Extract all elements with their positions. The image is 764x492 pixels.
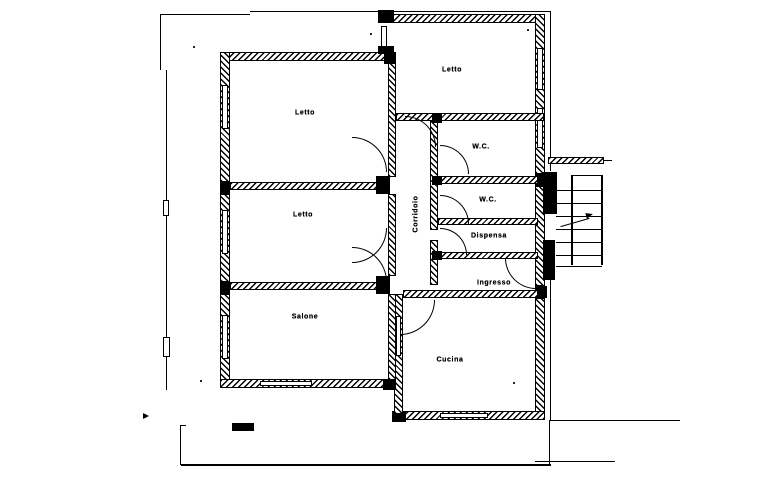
door-wc2 [440, 195, 469, 224]
door-letto1-corridor [352, 137, 387, 172]
stair-wall-top [548, 157, 604, 164]
room-label-dispensa: Dispensa [471, 232, 507, 240]
property-boundary-right-mid [550, 270, 552, 420]
property-boundary-bottom [181, 464, 551, 466]
window-cucina-bottom [440, 413, 488, 418]
survey-dot-e [513, 382, 515, 384]
stair-tread-2 [556, 203, 602, 205]
window-top-right-notch [381, 26, 387, 48]
property-boundary-right-vert [549, 420, 551, 464]
room-label-letto-1: Letto [294, 109, 316, 117]
wall-node-salone-bottom-right [383, 379, 396, 390]
exterior-wall-top-left [220, 52, 392, 61]
boundary-gate-left-lower [163, 337, 170, 357]
room-label-wc-2: W.C. [479, 196, 497, 204]
wall-node-left-2 [220, 282, 230, 294]
property-boundary-top [160, 14, 250, 16]
room-label-ingresso: Ingresso [477, 279, 511, 287]
exterior-wall-right-lower [535, 298, 545, 420]
exterior-wall-right-middle [535, 186, 545, 286]
door-dispensa [440, 228, 467, 255]
exterior-wall-top-right-corner [378, 10, 394, 23]
stair-tread-4 [556, 229, 602, 231]
window-left-lower [222, 315, 228, 359]
door-salone-corridor-lower [400, 300, 435, 335]
room-label-wc-1: W.C. [472, 143, 490, 151]
wall-node-wc-left-3 [432, 251, 442, 260]
stair-tread-3 [556, 216, 602, 218]
property-boundary-left-lower [166, 70, 168, 370]
interior-wall-corridor-left [388, 61, 396, 177]
wall-node-wc-left-1 [432, 113, 442, 123]
window-left-middle [222, 210, 228, 254]
window-right-upper [537, 48, 543, 90]
survey-dot-a [193, 46, 195, 48]
property-boundary-top-right [250, 11, 550, 13]
window-cucina-left [396, 316, 401, 356]
stair-direction-line [560, 217, 590, 228]
stair-landing-edge [571, 175, 602, 177]
wall-node-right-2 [535, 286, 547, 298]
interior-wall-ingresso-bottom [403, 290, 538, 298]
stair-tread-6 [556, 255, 602, 257]
wall-node-mid-1 [376, 176, 390, 194]
stair-wall-node [543, 172, 557, 214]
wall-node-wc-left-2 [432, 176, 442, 185]
property-boundary-bottom-left-step [180, 425, 182, 465]
interior-wall-corridor-right-lower [430, 240, 438, 285]
survey-dot-c [527, 29, 529, 31]
interior-wall-corridor-left-lower [388, 194, 396, 276]
wall-node-right-1 [535, 174, 545, 186]
window-right-mid [537, 108, 543, 148]
window-salone-bottom [260, 381, 312, 386]
stair-outer-rail [601, 175, 603, 265]
property-boundary-left-mid-step [180, 425, 182, 427]
survey-dot-b [370, 33, 372, 35]
interior-wall-letto1-letto2 [230, 182, 380, 190]
stair-tread-5 [556, 242, 602, 244]
wall-node-bottom-right [392, 411, 406, 422]
property-boundary-right-lower-h [550, 420, 680, 422]
site-direction-arrow-icon [143, 413, 149, 419]
interior-wall-wc2-dispensa [438, 218, 538, 225]
stair-inner-rail [571, 175, 573, 265]
wall-node-left-1 [220, 182, 230, 194]
wall-node-topnotch [378, 46, 394, 54]
room-label-letto-2: Letto [292, 211, 314, 219]
interior-wall-letto2-salone [230, 282, 380, 290]
property-boundary-left-bottom [166, 370, 168, 390]
room-label-corridoio: Corridoio [412, 195, 420, 233]
room-label-cucina: Cucina [436, 356, 464, 364]
stair-wall-node-lower [543, 240, 555, 280]
room-label-salone: Salone [291, 313, 319, 321]
exterior-wall-right-upper [535, 14, 545, 174]
property-boundary-right-upper [550, 11, 552, 171]
boundary-gate-left [163, 200, 169, 216]
door-salone-corridor [352, 247, 387, 282]
window-left-upper [222, 85, 228, 129]
door-wc1 [440, 145, 469, 174]
exterior-wall-top-right [392, 14, 544, 23]
wall-node-top-corridor [384, 52, 396, 64]
interior-wall-wc1-wc2 [438, 176, 538, 184]
stair-direction-arrow-icon [585, 211, 594, 219]
stair-tread-7 [556, 266, 602, 268]
property-boundary-bottom-right [535, 461, 615, 463]
interior-wall-letto3-bottom [396, 113, 544, 121]
property-boundary-bottom-step-h [180, 425, 186, 427]
interior-wall-corridor-left-bottom [388, 294, 396, 380]
site-reference-mark [232, 423, 254, 431]
stair-tread-1 [556, 190, 602, 192]
property-boundary-left [160, 14, 162, 70]
room-label-letto-3: Letto [441, 66, 463, 74]
survey-dot-d [200, 380, 202, 382]
